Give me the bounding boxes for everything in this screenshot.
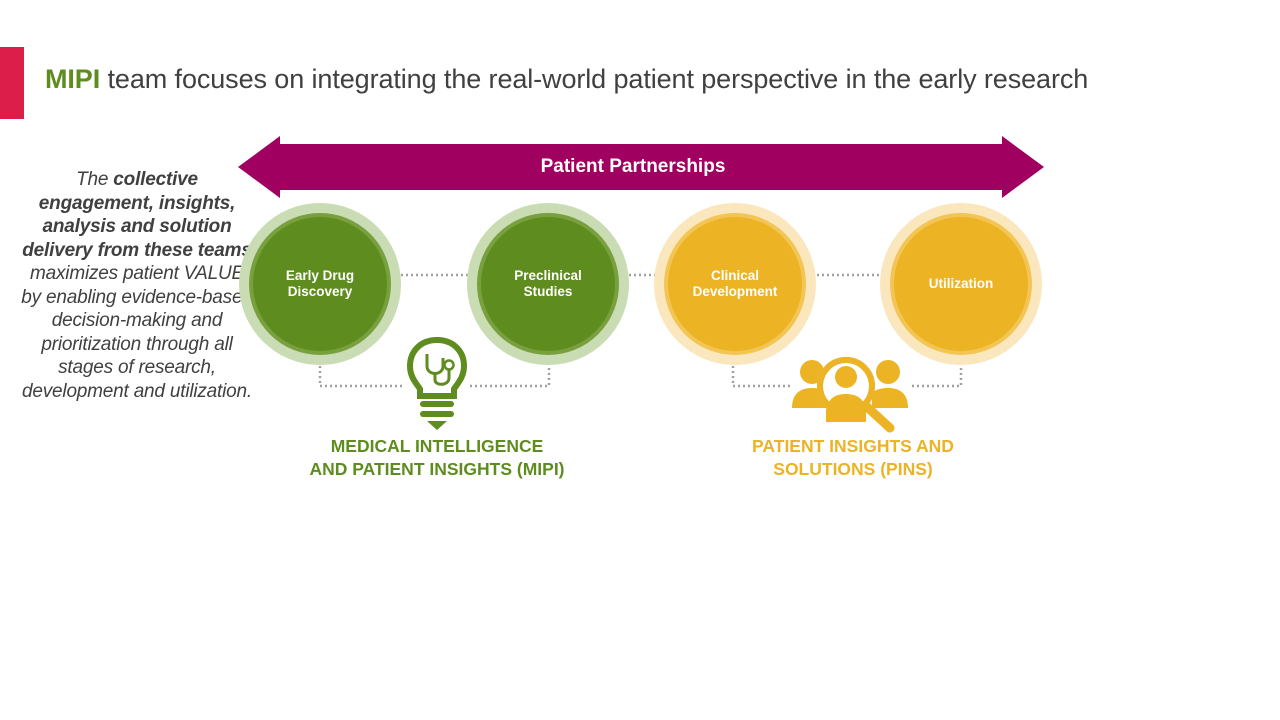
title-text: team focuses on integrating the real-wor…: [100, 64, 1089, 94]
team-label-mipi: MEDICAL INTELLIGENCE AND PATIENT INSIGHT…: [287, 435, 587, 481]
side-text-emphasis: collective engagement, insights, analysi…: [22, 169, 252, 261]
stage-circle: Preclinical Studies: [477, 213, 619, 355]
stage-label-line1: Clinical: [710, 268, 759, 283]
stage-label-line2: Discovery: [287, 284, 353, 299]
team-label-line2: SOLUTIONS (PINS): [773, 459, 933, 479]
team-label-line2: AND PATIENT INSIGHTS (MIPI): [309, 459, 565, 479]
side-text-body: maximizes patient VALUE by enabling evid…: [21, 263, 253, 402]
stage-clinical-development: Clinical Development: [654, 203, 816, 365]
stage-early-drug-discovery: Early Drug Discovery: [239, 203, 401, 365]
team-label-line1: PATIENT INSIGHTS AND: [752, 436, 954, 456]
slide-title: MIPI team focuses on integrating the rea…: [45, 64, 1088, 95]
team-label-pins: PATIENT INSIGHTS AND SOLUTIONS (PINS): [718, 435, 988, 481]
people-magnifier-icon: [792, 357, 908, 433]
stage-circle: Clinical Development: [664, 213, 806, 355]
side-description: The collective engagement, insights, ana…: [20, 168, 254, 403]
arrow-label: Patient Partnerships: [540, 156, 726, 177]
title-brand: MIPI: [45, 64, 101, 94]
double-arrow-shape: [238, 136, 1044, 198]
team-label-line1: MEDICAL INTELLIGENCE: [330, 436, 544, 456]
stage-label-line1: Early Drug: [285, 268, 355, 283]
stage-label-line2: Development: [692, 284, 778, 299]
stage-preclinical-studies: Preclinical Studies: [467, 203, 629, 365]
stage-label-line2: Studies: [523, 284, 573, 299]
stage-utilization: Utilization: [880, 203, 1042, 365]
side-text-intro: The: [76, 169, 114, 190]
lightbulb-stethoscope-icon: [406, 336, 468, 430]
patient-partnerships-arrow: [238, 136, 1044, 198]
stage-circle: Early Drug Discovery: [249, 213, 391, 355]
stage-label-line1: Utilization: [928, 276, 994, 291]
stage-circle: Utilization: [890, 213, 1032, 355]
accent-bar: [0, 47, 24, 119]
stage-label-line1: Preclinical: [514, 268, 582, 283]
